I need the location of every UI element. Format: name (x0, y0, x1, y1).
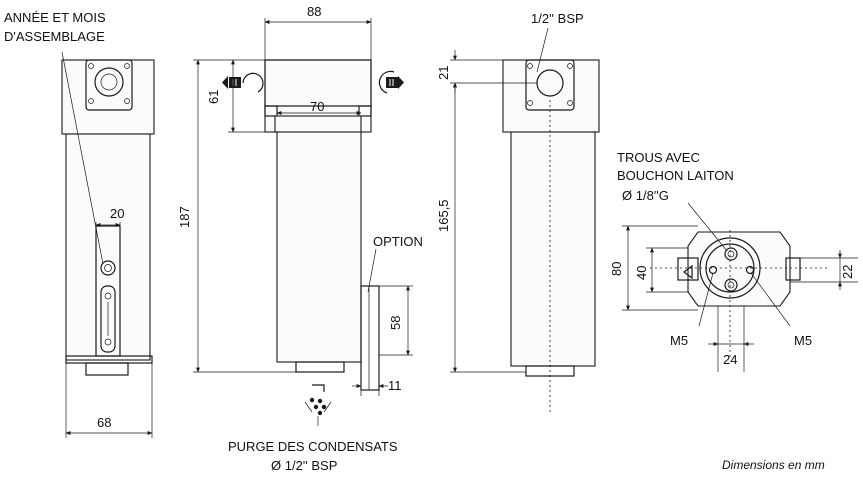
option-label: OPTION (373, 234, 423, 249)
rotation-right-icon (378, 70, 404, 94)
dim-mount-inner: 40 (634, 266, 649, 280)
purge-label-line2: Ø 1/2'' BSP (271, 458, 337, 473)
dim-total-height: 187 (177, 206, 192, 228)
dim-bowl-height: 165,5 (436, 199, 451, 232)
mount-view-body (687, 231, 791, 307)
purge-drain-icon (304, 384, 332, 426)
assembly-date-label-line2: D'ASSEMBLAGE (4, 29, 105, 44)
holes-label-line2: BOUCHON LAITON (617, 168, 734, 183)
rear-view (450, 27, 600, 415)
mount-hole-top (724, 247, 738, 261)
dim-port-offset: 21 (436, 66, 451, 80)
rotation-left-icon (222, 72, 264, 93)
dim-top-width: 88 (307, 4, 321, 19)
mount-view (622, 202, 858, 372)
assembly-date-leader (61, 51, 104, 265)
mount-hole-bottom (724, 278, 738, 292)
front-view-drain (295, 361, 345, 373)
dim-base-width: 68 (97, 415, 111, 430)
m5-right-label: M5 (794, 333, 812, 348)
front-view (193, 18, 413, 426)
holes-label-line3: Ø 1/8''G (622, 188, 669, 203)
purge-label-line1: PURGE DES CONDENSATS (228, 439, 398, 454)
dim-hole-spacing: 24 (723, 352, 737, 367)
dim-slot-spacing: 22 (840, 265, 855, 279)
rear-view-bowl (510, 131, 596, 367)
front-view-bowl (276, 131, 362, 363)
dim-option-height: 58 (388, 316, 403, 330)
dim-head-height: 61 (206, 90, 221, 104)
port-size-label: 1/2'' BSP (531, 11, 584, 26)
side-view-head (61, 59, 155, 135)
dim-bracket-width: 20 (110, 206, 124, 221)
m5-left-label: M5 (670, 333, 688, 348)
side-view (61, 51, 155, 438)
dim-option-offset: 11 (388, 378, 402, 393)
dim-bowl-width: 70 (310, 99, 324, 114)
front-view-option (360, 285, 380, 391)
dim-mount-height: 80 (609, 262, 624, 276)
units-note: Dimensions en mm (722, 458, 825, 472)
assembly-date-label-line1: ANNÉE ET MOIS (4, 10, 106, 25)
side-view-port (94, 67, 124, 97)
side-view-port-flange (85, 59, 133, 111)
m5-hole-right (745, 265, 755, 275)
holes-label-line1: TROUS AVEC (617, 150, 700, 165)
